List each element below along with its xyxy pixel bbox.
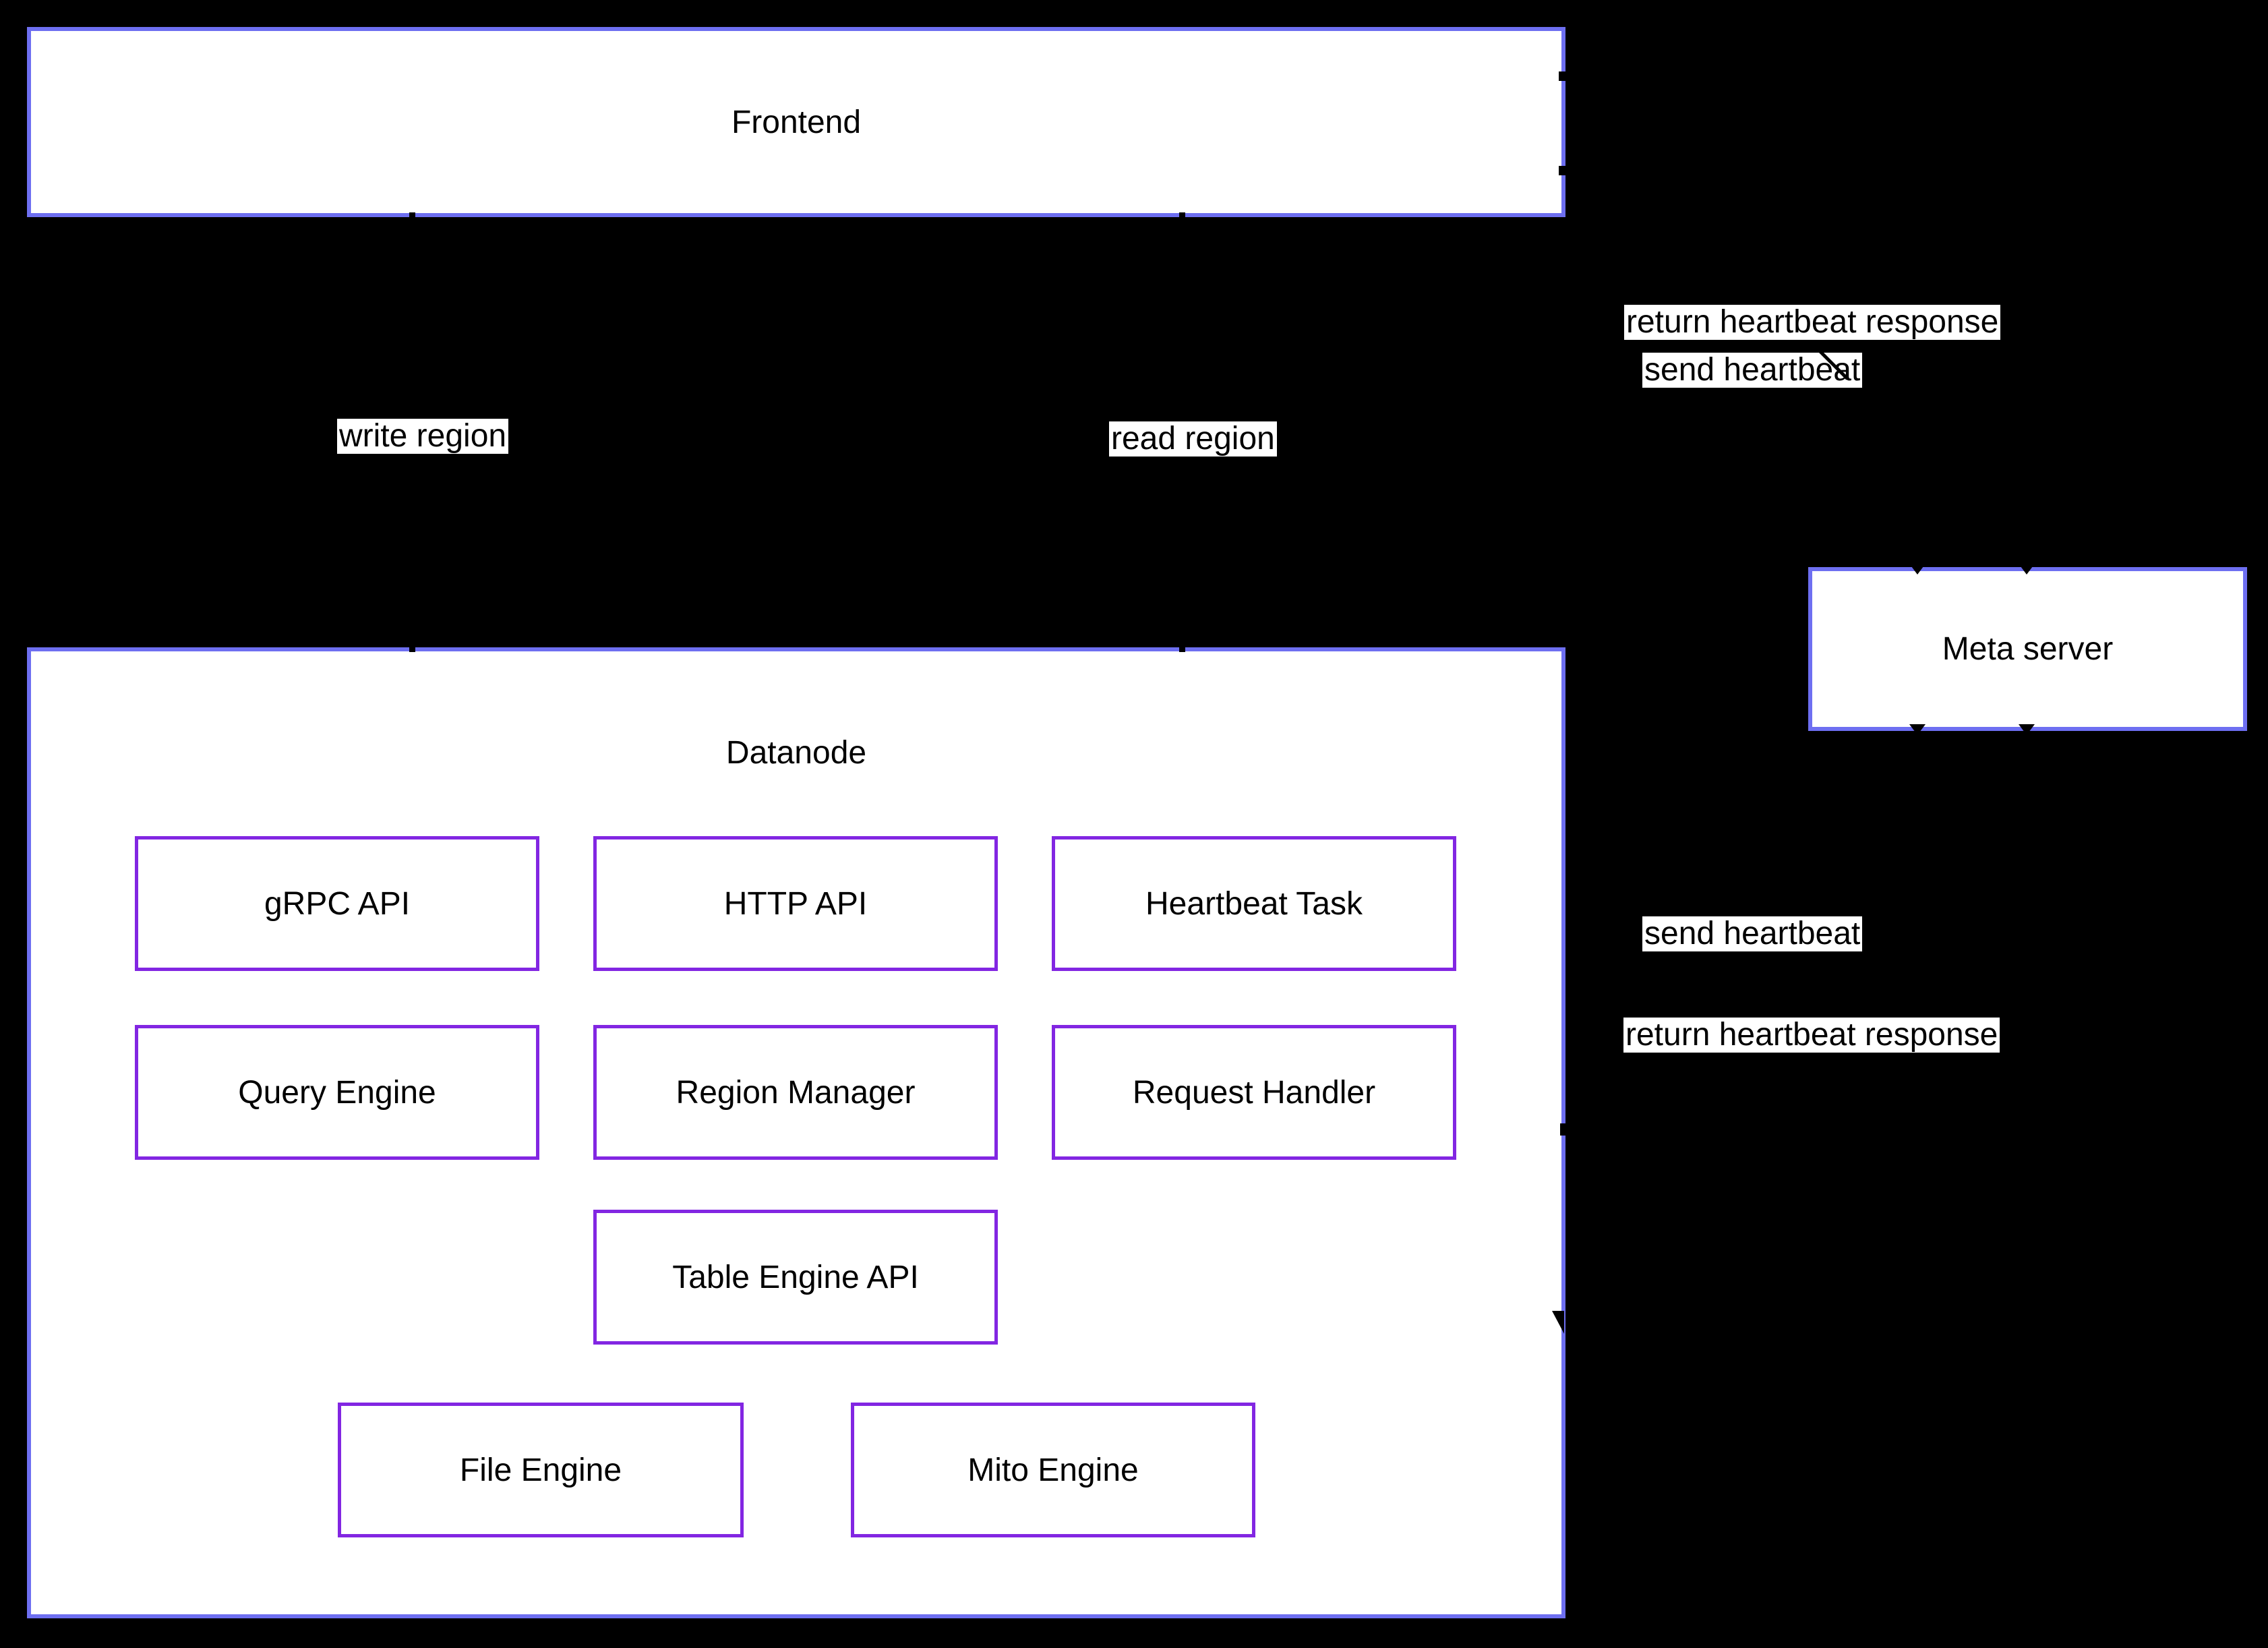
edge-label-send-heartbeat-bottom: send heartbeat: [1642, 916, 1863, 951]
component-http-api: HTTP API: [593, 836, 998, 971]
table-engine-api-label: Table Engine API: [672, 1259, 919, 1295]
arrowhead-meta-top-left: [1909, 564, 1926, 575]
edge-label-read-region: read region: [1109, 421, 1277, 457]
arrowhead-datanode-right-lower: [1552, 1311, 1564, 1334]
edge-tick-datanode-right-upper: [1560, 1123, 1568, 1136]
arrowhead-datanode-top-right: [1179, 643, 1185, 652]
arrowhead-meta-bottom-right: [2019, 724, 2035, 735]
component-grpc-api: gRPC API: [135, 836, 539, 971]
arrowhead-frontend-right-upper: [1559, 71, 1568, 81]
edge-tick-frontend-bottom-left: [409, 212, 415, 221]
grpc-api-label: gRPC API: [264, 885, 411, 922]
arrowhead-datanode-top-left: [409, 643, 415, 652]
component-query-engine: Query Engine: [135, 1025, 539, 1160]
http-api-label: HTTP API: [723, 885, 868, 922]
edge-tick-frontend-right-lower: [1559, 166, 1568, 175]
datanode-label: Datanode: [725, 734, 867, 771]
meta-server-label: Meta server: [1942, 631, 2114, 667]
meta-server-node: Meta server: [1808, 567, 2247, 731]
frontend-container: Frontend: [27, 27, 1565, 217]
component-region-manager: Region Manager: [593, 1025, 998, 1160]
file-engine-label: File Engine: [459, 1452, 622, 1488]
request-handler-label: Request Handler: [1132, 1074, 1376, 1111]
heartbeat-task-label: Heartbeat Task: [1145, 885, 1363, 922]
query-engine-label: Query Engine: [238, 1074, 436, 1111]
component-request-handler: Request Handler: [1052, 1025, 1456, 1160]
edge-label-return-heartbeat-response-top: return heartbeat response: [1624, 305, 2001, 340]
mito-engine-label: Mito Engine: [967, 1452, 1139, 1488]
component-table-engine-api: Table Engine API: [593, 1210, 998, 1345]
edge-label-return-heartbeat-response-bottom: return heartbeat response: [1623, 1018, 2000, 1053]
component-mito-engine: Mito Engine: [851, 1403, 1255, 1537]
frontend-label: Frontend: [731, 104, 862, 140]
component-heartbeat-task: Heartbeat Task: [1052, 836, 1456, 971]
edge-label-write-region: write region: [337, 419, 509, 454]
edge-tick-frontend-bottom-right: [1179, 212, 1185, 221]
component-file-engine: File Engine: [338, 1403, 744, 1537]
arrowhead-meta-top-right: [2019, 564, 2035, 575]
region-manager-label: Region Manager: [676, 1074, 916, 1111]
arrowhead-meta-bottom-left: [1909, 724, 1926, 735]
